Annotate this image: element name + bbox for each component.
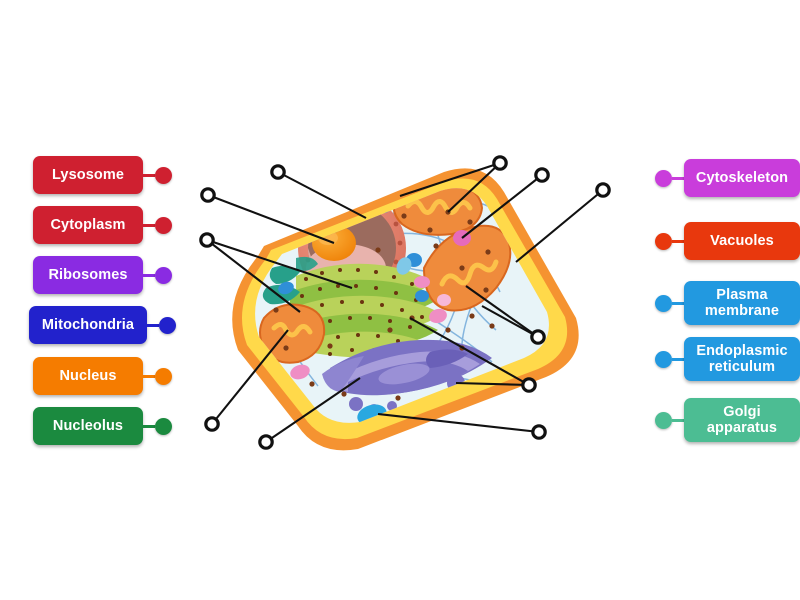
label-chip-text: Ribosomes (33, 256, 143, 294)
label-chip-text: Endoplasmic reticulum (684, 337, 800, 381)
label-chip-connector (143, 374, 155, 378)
label-chip-connector (143, 223, 155, 227)
label-chip-dot[interactable] (655, 169, 672, 187)
marker-right-middle (521, 377, 537, 393)
label-chip-nucleus[interactable]: Nucleus (33, 357, 172, 395)
golgi-vesicle (349, 397, 363, 411)
label-chip-text: Nucleolus (33, 407, 143, 445)
marker-top-right-outer (595, 182, 611, 198)
label-chip-dot[interactable] (155, 367, 172, 385)
marker-right-upper (530, 329, 546, 345)
label-chip-cytoskeleton[interactable]: Cytoskeleton (655, 159, 800, 197)
label-chip-dot[interactable] (655, 294, 672, 312)
label-chip-connector (672, 176, 684, 180)
label-chip-dot[interactable] (155, 166, 172, 184)
marker-left-upper (200, 187, 216, 203)
leader-lines (206, 162, 604, 443)
label-chip-connector (672, 418, 684, 422)
label-chip-text: Plasma membrane (684, 281, 800, 325)
label-chip-dot[interactable] (655, 350, 672, 368)
leader-markers (199, 155, 611, 450)
marker-bottom-left (204, 416, 220, 432)
label-chip-connector (143, 424, 155, 428)
marker-top-right-mid (534, 167, 550, 183)
marker-top-right-inner (492, 155, 508, 171)
label-chip-connector (672, 301, 684, 305)
label-chip-text: Cytoskeleton (684, 159, 800, 197)
label-chip-dot[interactable] (155, 216, 172, 234)
label-chip-cytoplasm[interactable]: Cytoplasm (33, 206, 172, 244)
marker-top-left (270, 164, 286, 180)
label-chip-text: Cytoplasm (33, 206, 143, 244)
label-chip-dot[interactable] (155, 417, 172, 435)
label-chip-text: Golgi apparatus (684, 398, 800, 442)
label-chip-dot[interactable] (155, 266, 172, 284)
label-chip-vacuoles[interactable]: Vacuoles (655, 222, 800, 260)
label-chip-connector (147, 323, 159, 327)
label-chip-connector (143, 173, 155, 177)
rough-endoplasmic-reticulum-shape (290, 263, 442, 358)
label-chip-text: Mitochondria (29, 306, 147, 344)
label-chip-text: Vacuoles (684, 222, 800, 260)
marker-left-middle (199, 232, 215, 248)
label-chip-nucleolus[interactable]: Nucleolus (33, 407, 172, 445)
label-chip-dot[interactable] (655, 232, 672, 250)
label-chip-text: Lysosome (33, 156, 143, 194)
label-chip-dot[interactable] (159, 316, 176, 334)
golgi-apparatus-shape (322, 339, 492, 416)
label-chip-golgi-apparatus[interactable]: Golgi apparatus (655, 398, 800, 442)
marker-bottom-mid (258, 434, 274, 450)
label-chip-connector (672, 357, 684, 361)
label-chip-mitochondria[interactable]: Mitochondria (29, 306, 176, 344)
label-chip-plasma-membrane[interactable]: Plasma membrane (655, 281, 800, 325)
label-chip-connector (143, 273, 155, 277)
label-chip-endoplasmic-reticulum[interactable]: Endoplasmic reticulum (655, 337, 800, 381)
marker-right-lower (531, 424, 547, 440)
label-chip-connector (672, 239, 684, 243)
label-chip-lysosome[interactable]: Lysosome (33, 156, 172, 194)
label-chip-text: Nucleus (33, 357, 143, 395)
label-chip-dot[interactable] (655, 411, 672, 429)
label-chip-ribosomes[interactable]: Ribosomes (33, 256, 172, 294)
